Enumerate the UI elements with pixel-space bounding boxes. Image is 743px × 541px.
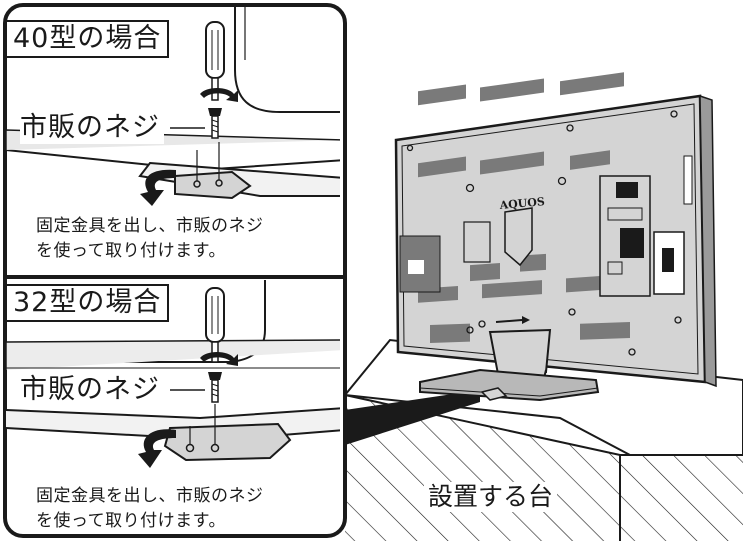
swing-arrow-icon (138, 429, 176, 468)
caption-bottom-line-2: を使って取り付けます。 (36, 511, 226, 531)
fixing-bracket-bottom (163, 422, 292, 462)
bottom-panel-drawing (6, 280, 340, 462)
screw-label-bottom: 市販のネジ (20, 374, 164, 406)
top-panel-drawing (6, 6, 340, 200)
rotate-arrow-icon (200, 352, 238, 366)
screwdriver-icon (205, 287, 225, 363)
screw-icon (208, 108, 222, 139)
caption-top-line-1: 固定金具を出し、市販のネジ (36, 216, 264, 236)
rotate-arrow-icon (200, 88, 238, 102)
caption-bottom-line-1: 固定金具を出し、市販のネジ (36, 486, 264, 506)
tv-stand (419, 316, 600, 402)
tv-terminal-area (599, 155, 693, 297)
model-label-40: 40型の場合 (5, 20, 170, 58)
screw-icon (208, 372, 222, 403)
screwdriver-icon (205, 21, 225, 101)
tv-scene: AQUOS (343, 72, 743, 541)
cabinet-side-hatch (620, 455, 743, 541)
model-label-32: 32型の場合 (5, 284, 170, 322)
caption-bottom: 固定金具を出し、市販のネジ を使って取り付けます。 (36, 484, 264, 534)
fixing-bracket-top (174, 170, 252, 200)
stand-label: 設置する台 (424, 482, 558, 512)
swing-arrow-icon (140, 169, 176, 206)
instruction-panel-frame (3, 3, 347, 538)
caption-top-line-2: を使って取り付けます。 (36, 241, 226, 261)
callout-wedge (345, 390, 480, 445)
screw-label-top: 市販のネジ (20, 112, 164, 144)
caption-top: 固定金具を出し、市販のネジ を使って取り付けます。 (36, 214, 264, 264)
tv-brand-logo: AQUOS (498, 195, 545, 212)
